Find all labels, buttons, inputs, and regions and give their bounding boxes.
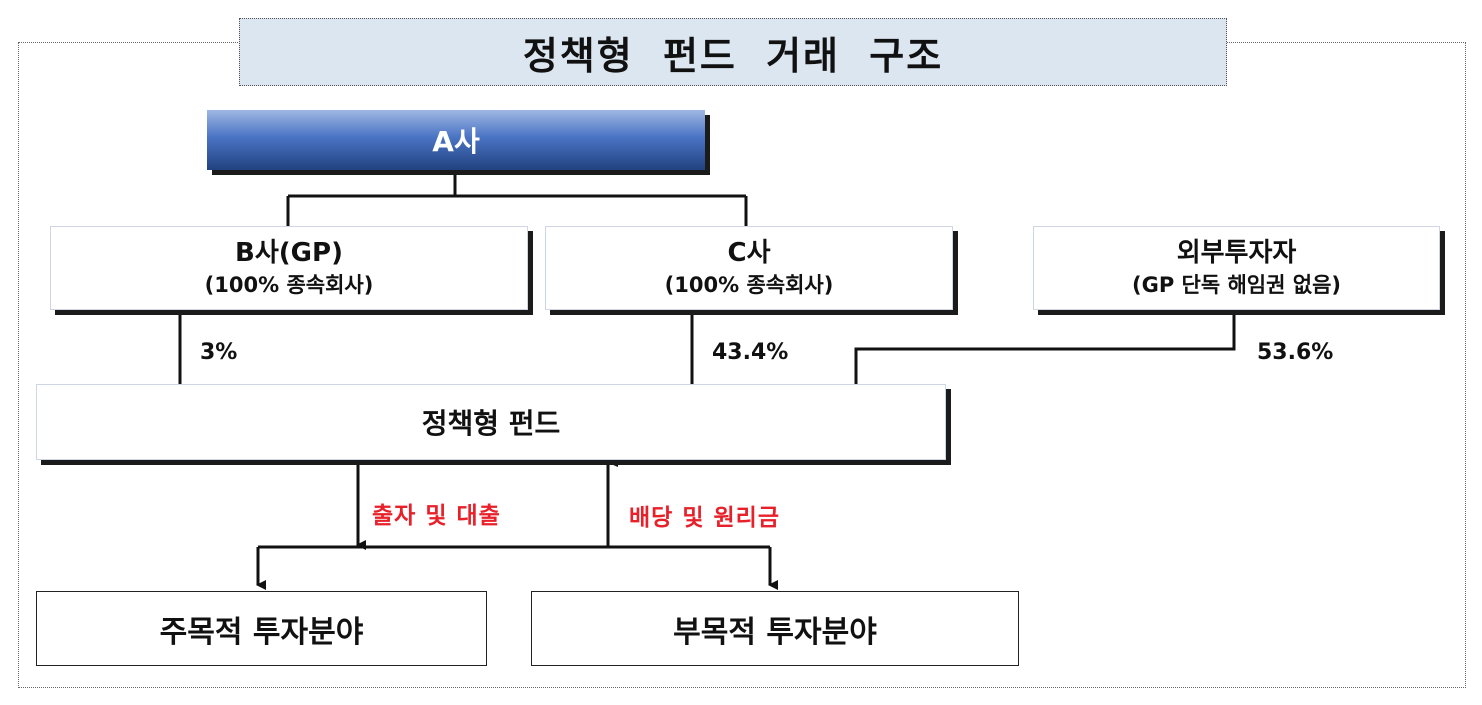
flow-up-label: 배당 및 원리금 (629, 505, 780, 531)
parent-company-label: A사 (432, 125, 480, 158)
sub-investment-box: 부목적 투자분야 (531, 591, 1019, 666)
diagram-title: 정책형 펀드 거래 구조 (239, 18, 1227, 86)
subsidiary-b-box: B사(GP) (100% 종속회사) (50, 226, 528, 310)
share-external: 53.6% (1257, 340, 1334, 365)
share-b: 3% (200, 340, 238, 365)
external-investor-box: 외부투자자 (GP 단독 해임권 없음) (1033, 226, 1440, 310)
diagram-title-text: 정책형 펀드 거래 구조 (522, 33, 944, 78)
policy-fund-box: 정책형 펀드 (36, 384, 946, 460)
external-investor-name: 외부투자자 (1176, 238, 1297, 268)
policy-fund-label: 정책형 펀드 (421, 407, 561, 440)
sub-investment-label: 부목적 투자분야 (673, 614, 877, 650)
flow-down-label: 출자 및 대출 (372, 503, 501, 529)
share-c: 43.4% (712, 340, 789, 365)
subsidiary-c-name: C사 (727, 238, 771, 268)
subsidiary-b-name: B사(GP) (235, 238, 343, 268)
subsidiary-b-note: (100% 종속회사) (204, 273, 374, 297)
parent-company-box: A사 (207, 110, 705, 170)
subsidiary-c-box: C사 (100% 종속회사) (545, 226, 953, 310)
subsidiary-c-note: (100% 종속회사) (664, 273, 834, 297)
external-investor-note: (GP 단독 해임권 없음) (1132, 273, 1341, 297)
main-investment-box: 주목적 투자분야 (36, 591, 487, 666)
main-investment-label: 주목적 투자분야 (159, 614, 364, 650)
